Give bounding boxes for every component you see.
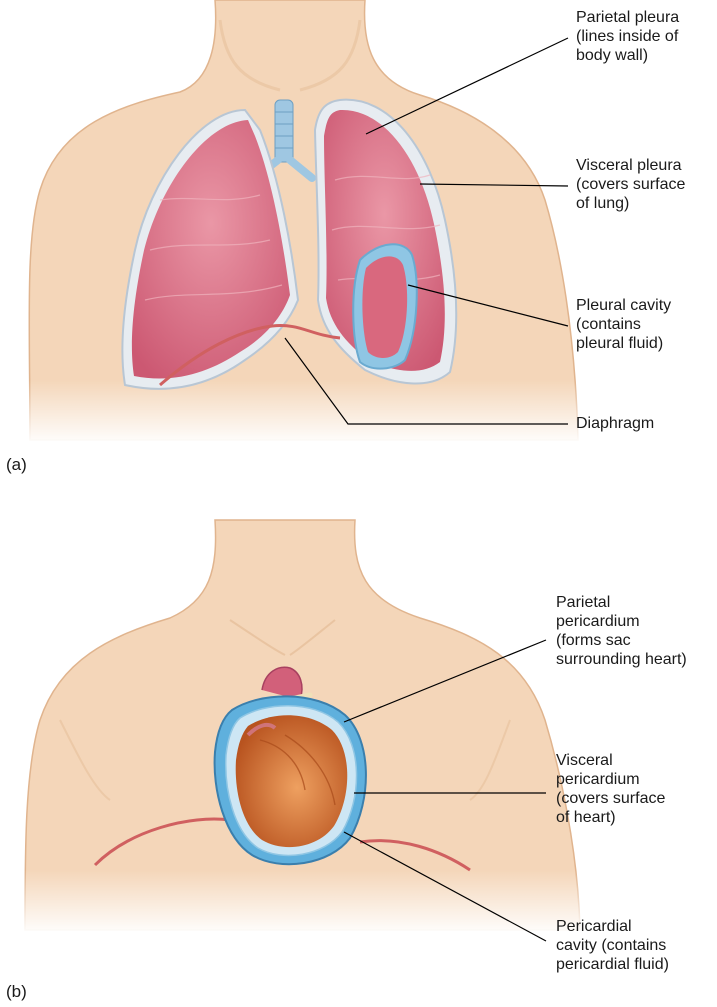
label-visceral-pericardium: Visceral pericardium (covers surface of … — [556, 751, 665, 827]
heart-with-pericardium — [215, 696, 366, 864]
panel-a-tag: (a) — [6, 455, 27, 474]
label-diaphragm: Diaphragm — [576, 414, 654, 433]
panel-b-illustration — [15, 520, 595, 935]
torso-a — [29, 0, 578, 440]
label-visceral-pleura: Visceral pleura (covers surface of lung) — [576, 156, 685, 213]
panel-b-tag: (b) — [6, 982, 27, 1001]
label-pericardial-cavity: Pericardial cavity (contains pericardial… — [556, 917, 669, 974]
label-parietal-pericardium: Parietal pericardium (forms sac surround… — [556, 593, 687, 669]
label-parietal-pleura: Parietal pleura (lines inside of body wa… — [576, 8, 679, 65]
panel-a-illustration — [20, 0, 600, 445]
label-pleural-cavity: Pleural cavity (contains pleural fluid) — [576, 296, 671, 353]
